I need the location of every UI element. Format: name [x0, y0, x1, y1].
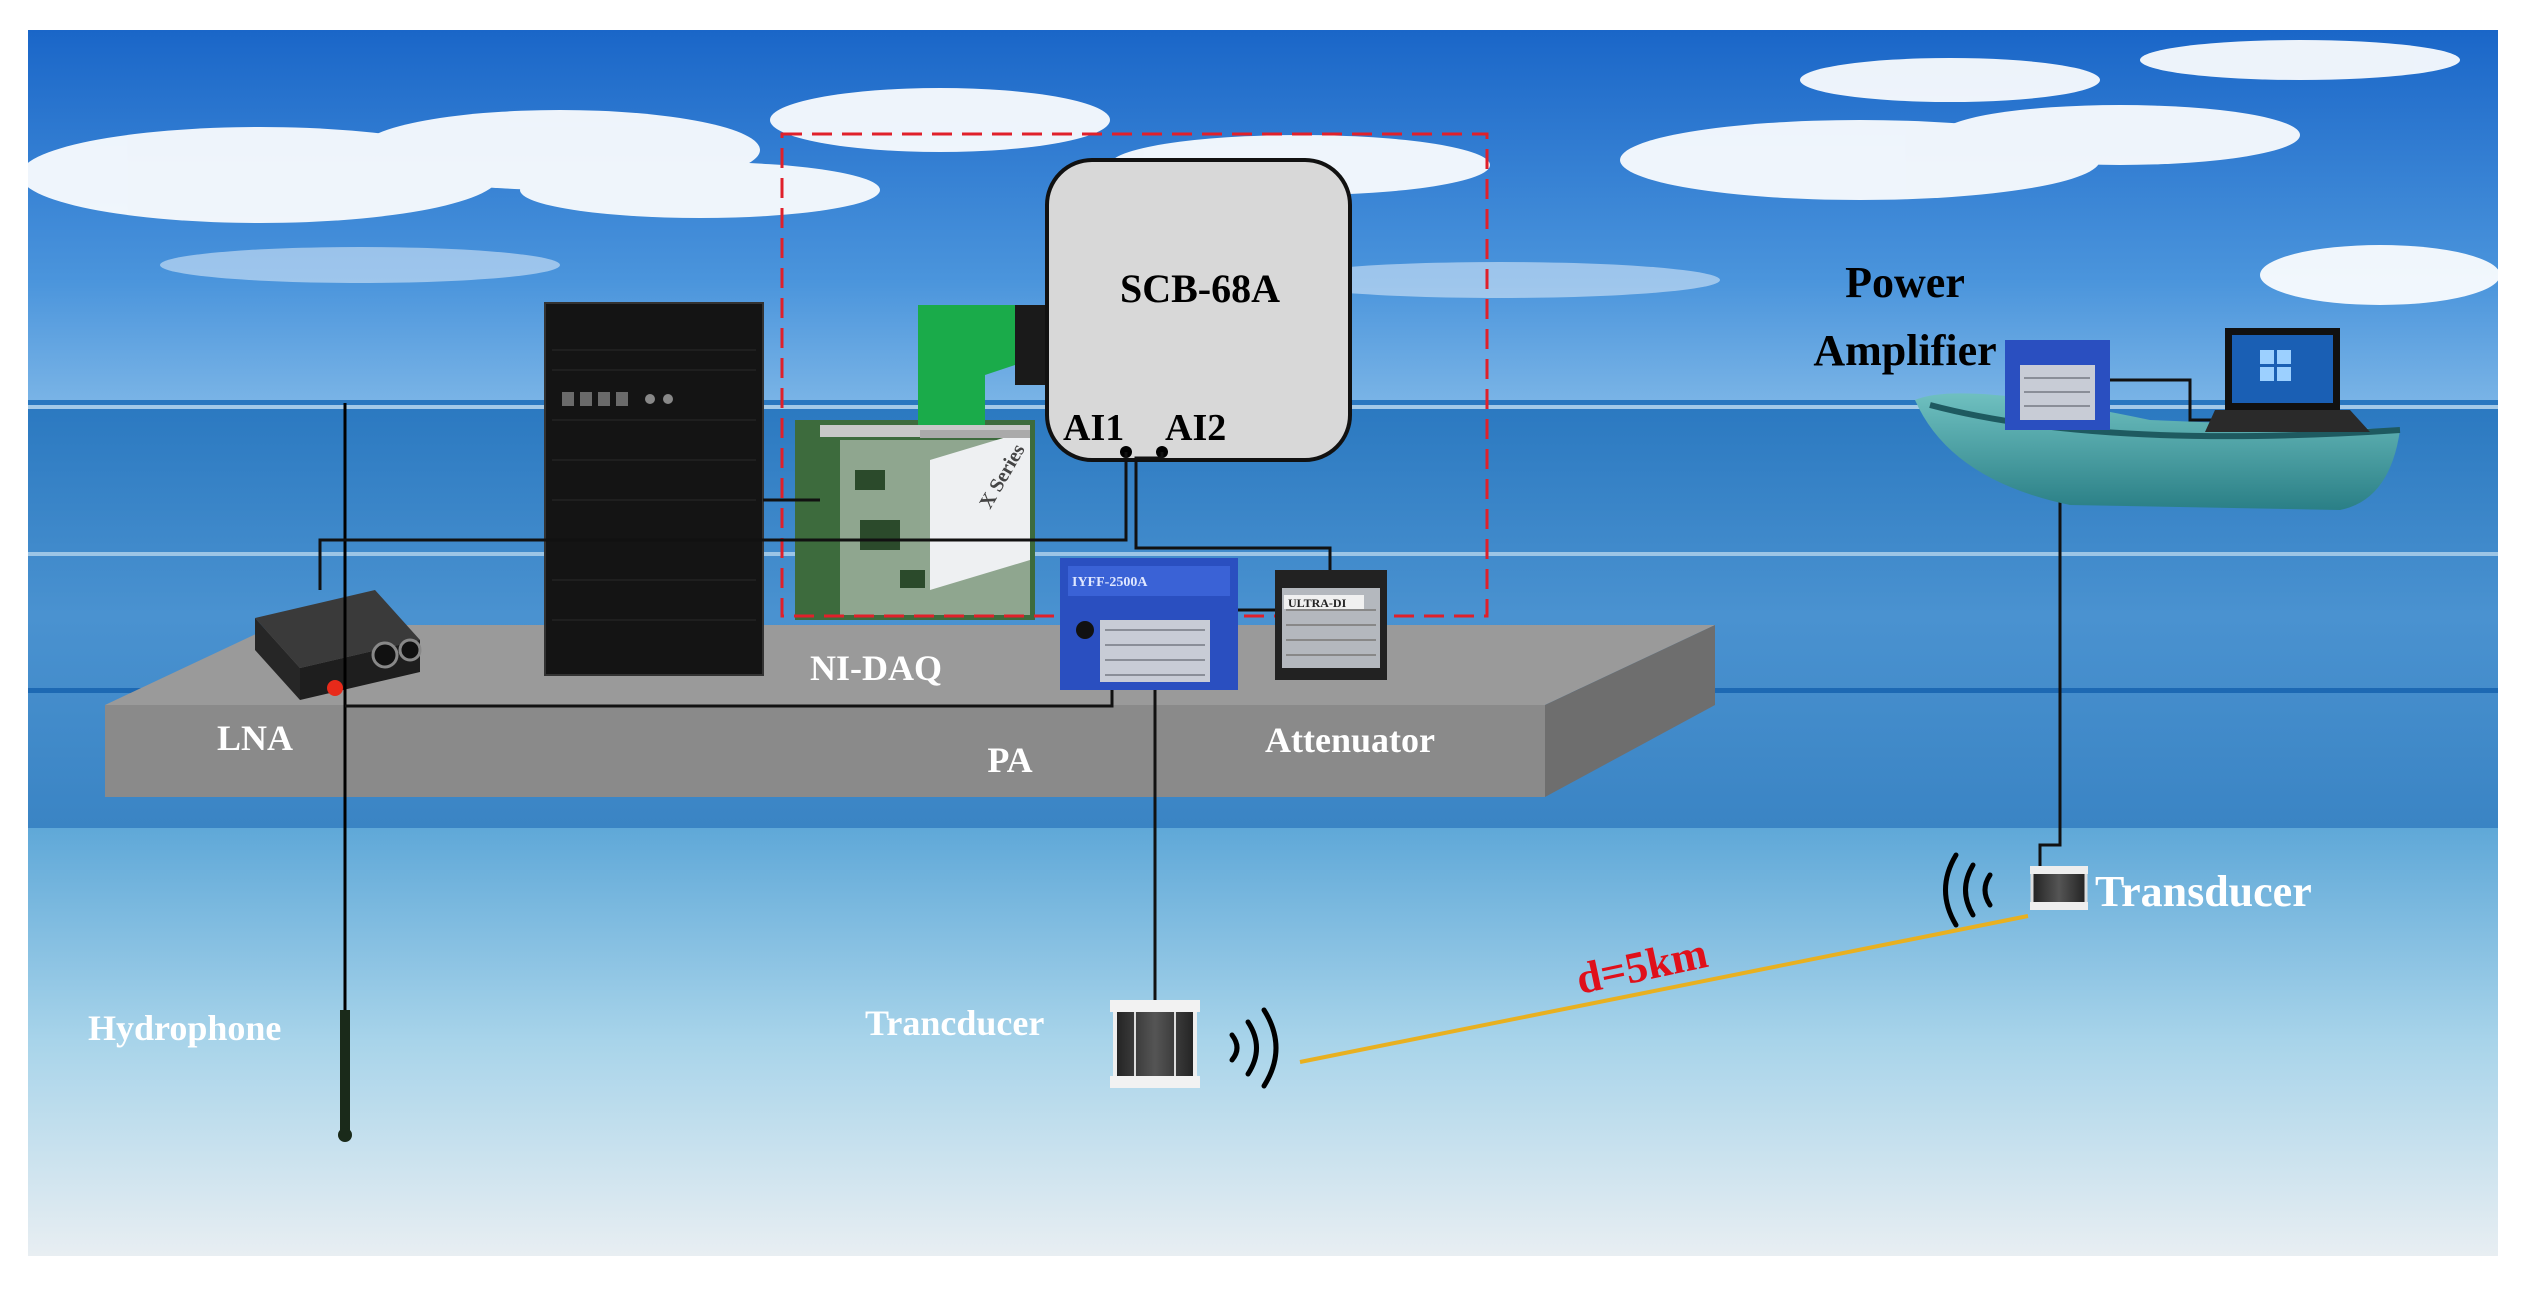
- signal-waves-right-icon: [1943, 852, 1993, 928]
- hydrophone: [338, 403, 352, 1142]
- wires: [318, 378, 2240, 1000]
- transducer-bottom: [1110, 1000, 1200, 1088]
- signal-waves-bottom-icon: [1229, 1007, 1279, 1089]
- lna-label: LNA: [217, 718, 293, 758]
- transducer-bottom-label: Trancducer: [865, 1003, 1044, 1043]
- clouds: [20, 40, 2500, 305]
- laptop: [2205, 328, 2370, 432]
- pa-device: IYFF-2500A: [1060, 558, 1238, 690]
- attenuator-brand: ULTRA-DI: [1288, 596, 1347, 610]
- pc-tower: [544, 302, 764, 676]
- ni-daq-label: NI-DAQ: [810, 648, 942, 688]
- ai2-label: AI2: [1165, 407, 1226, 449]
- attenuator-label: Attenuator: [1265, 720, 1435, 760]
- hydrophone-label: Hydrophone: [88, 1008, 281, 1048]
- boat-power-amplifier: [2005, 340, 2110, 430]
- attenuator-device: ULTRA-DI: [1275, 570, 1387, 680]
- scb-68a-box: SCB-68A AI1 AI2: [1045, 158, 1352, 462]
- transducer-right-label: Transducer: [2095, 867, 2312, 916]
- distance-line: [1299, 914, 2029, 1064]
- daq-card: X Series: [795, 420, 1035, 620]
- ai1-label: AI1: [1063, 407, 1124, 449]
- pa-model-text: IYFF-2500A: [1072, 575, 1148, 590]
- transducer-right: [2030, 866, 2088, 910]
- scb-label: SCB-68A: [1120, 266, 1280, 311]
- lna-device: [255, 590, 422, 700]
- power-amplifier-label-line2: Amplifier: [1813, 326, 1996, 375]
- daq-cable: [918, 305, 1047, 425]
- pa-label: PA: [987, 740, 1032, 780]
- power-amplifier-label-line1: Power: [1845, 258, 1965, 307]
